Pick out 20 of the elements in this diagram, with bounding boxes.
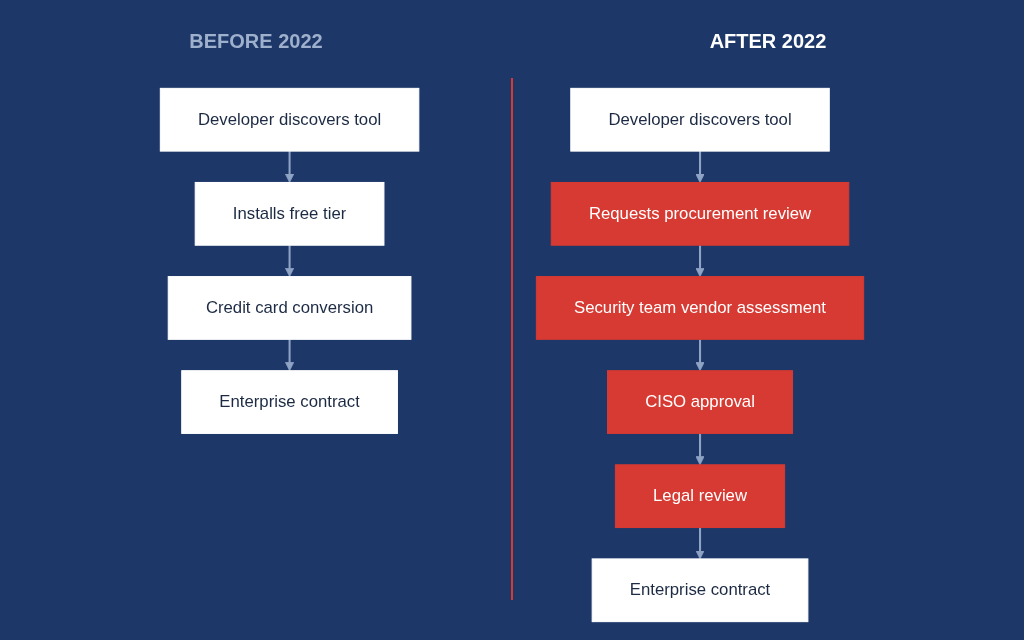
arrow: [285, 151, 295, 183]
node-box: Legal review: [614, 464, 786, 529]
node-box: Developer discovers tool: [570, 87, 830, 152]
arrow: [695, 245, 705, 277]
node-box: Installs free tier: [194, 181, 385, 246]
column-heading: BEFORE 2022: [188, 30, 324, 53]
node-box: CISO approval: [607, 370, 794, 434]
node-box: Security team vendor assessment: [535, 276, 865, 340]
node-box: Enterprise contract: [181, 370, 398, 434]
node-box: Enterprise contract: [591, 558, 809, 623]
node-box: Credit card conversion: [167, 276, 412, 340]
arrow: [695, 527, 705, 560]
arrow: [695, 151, 705, 183]
arrow: [285, 245, 295, 277]
arrow: [285, 339, 295, 372]
node-box: Developer discovers tool: [159, 87, 420, 152]
column-heading: AFTER 2022: [708, 30, 828, 53]
arrow: [695, 433, 705, 466]
arrow: [695, 339, 705, 372]
node-box: Requests procurement review: [550, 181, 850, 246]
